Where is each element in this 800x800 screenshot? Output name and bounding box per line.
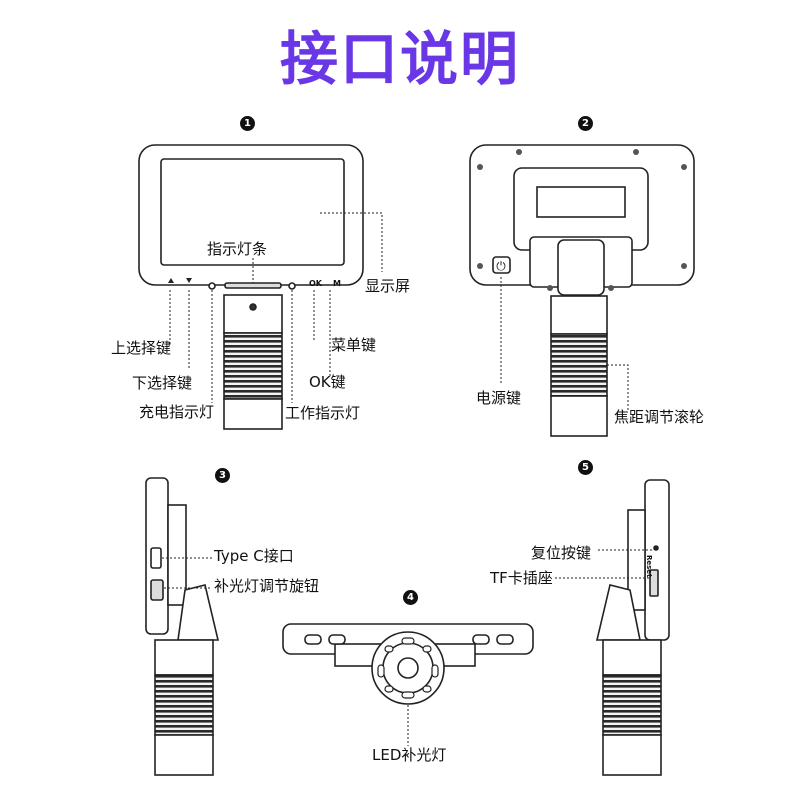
lens-screw [249, 303, 257, 311]
fill-knob [150, 579, 164, 601]
label-charge-led: 充电指示灯 [139, 403, 215, 421]
label-focus-wheel: 焦距调节滚轮 [614, 408, 705, 426]
power-button [492, 256, 511, 274]
label-menu-key: 菜单键 [331, 336, 377, 354]
label-fill-light-knob: 补光灯调节旋钮 [214, 577, 320, 595]
lens-tube-5 [602, 734, 662, 776]
label-up-key: 上选择键 [111, 339, 172, 357]
view-number-3: 3 [215, 468, 230, 483]
side-back-5 [627, 509, 646, 611]
led-beads [377, 637, 439, 699]
label-power-key: 电源键 [476, 389, 522, 407]
label-display: 显示屏 [365, 277, 411, 295]
label-reset-key: 复位按键 [531, 544, 592, 562]
reset-hole [653, 545, 659, 551]
label-type-c: Type C接口 [214, 547, 294, 565]
lens-collar-back [550, 295, 608, 335]
screen-display [160, 158, 345, 266]
view-2-back [469, 144, 695, 437]
indicator-strip [224, 282, 282, 289]
side-back-3 [167, 504, 187, 606]
menu-marking: M [333, 279, 341, 288]
page-title: 接口说明 [279, 25, 520, 93]
view-1-front [138, 144, 364, 430]
label-led-light: LED补光灯 [372, 746, 447, 764]
view-3-left-side [145, 477, 220, 776]
label-ok-key: OK键 [309, 373, 346, 391]
reset-marking: Reset [645, 555, 653, 578]
lens-collar-3 [154, 639, 214, 676]
label-down-key: 下选择键 [132, 374, 193, 392]
focus-ring-3 [154, 674, 214, 736]
label-work-led: 工作指示灯 [285, 404, 361, 422]
focus-ring [223, 332, 283, 400]
back-label [536, 186, 626, 218]
lens-tube-3 [154, 734, 214, 776]
focus-ring-5 [602, 674, 662, 736]
lens-center [397, 657, 419, 679]
hinge-5 [595, 584, 641, 641]
power-icon: ⏻ [496, 259, 506, 273]
tf-slot [649, 569, 659, 597]
charge-led [208, 282, 216, 290]
view-number-4: 4 [403, 590, 418, 605]
lens-tube-back [550, 395, 608, 437]
view-5-right-side [595, 479, 670, 776]
view-1-keys [168, 278, 192, 283]
back-screws [477, 149, 687, 291]
view-number-1: 1 [240, 116, 255, 131]
up-arrow-icon [168, 278, 174, 283]
hinge-arm [557, 239, 605, 296]
lens-tube [223, 398, 283, 430]
ok-marking: OK [309, 279, 322, 288]
down-arrow-icon [186, 278, 192, 283]
view-number-5: 5 [578, 460, 593, 475]
leader-lines [162, 212, 652, 746]
label-tf-slot: TF卡插座 [490, 569, 553, 587]
work-led [288, 282, 296, 290]
hinge-3 [177, 584, 220, 641]
type-c-port [150, 547, 162, 569]
lens-collar-5 [602, 639, 662, 676]
lens-collar [223, 294, 283, 334]
focus-wheel [550, 333, 608, 397]
view-number-2: 2 [578, 116, 593, 131]
label-indicator-strip: 指示灯条 [207, 240, 268, 258]
